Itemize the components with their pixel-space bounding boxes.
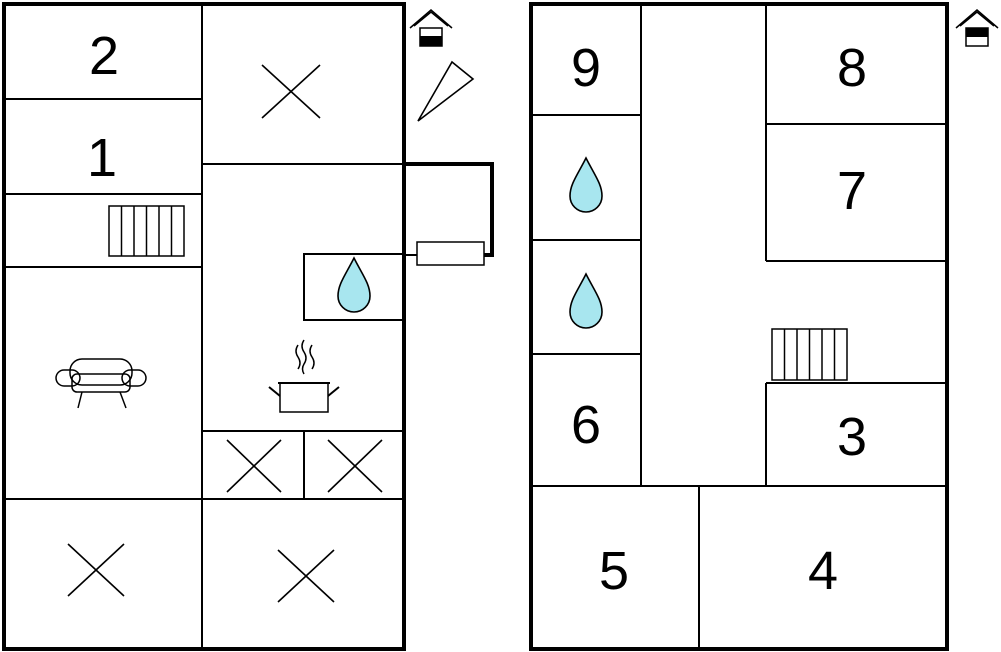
north-arrow-icon bbox=[417, 60, 475, 122]
room-2-label: 2 bbox=[89, 26, 119, 86]
cross-icon bbox=[261, 64, 321, 119]
room-3-label: 3 bbox=[837, 407, 867, 467]
left-building: 2 1 bbox=[2, 2, 406, 651]
porch bbox=[404, 162, 494, 266]
water-drop-icon bbox=[337, 256, 371, 313]
house-entrance-icon bbox=[955, 9, 999, 47]
room-7-label: 7 bbox=[837, 161, 867, 221]
cross-icon bbox=[277, 549, 335, 603]
cross-icon bbox=[67, 543, 125, 597]
cross-icon bbox=[327, 439, 383, 493]
bathroom-box bbox=[303, 253, 405, 321]
water-drop-icon bbox=[569, 156, 603, 213]
radiator-icon bbox=[108, 205, 185, 257]
sofa-icon bbox=[55, 358, 147, 409]
room-8-label: 8 bbox=[837, 38, 867, 98]
room-1-label: 1 bbox=[87, 128, 117, 188]
room-4-label: 4 bbox=[808, 541, 838, 601]
room-9-label: 9 bbox=[571, 38, 601, 98]
house-entrance-icon bbox=[409, 9, 453, 47]
room-5-label: 5 bbox=[599, 541, 629, 601]
radiator-icon bbox=[771, 328, 848, 381]
porch-step bbox=[416, 241, 485, 266]
cooking-pot-icon bbox=[268, 339, 340, 413]
right-building: 9 8 7 6 3 5 4 bbox=[529, 2, 949, 651]
water-drop-icon bbox=[569, 272, 603, 329]
room-6-label: 6 bbox=[571, 395, 601, 455]
cross-icon bbox=[226, 439, 282, 493]
